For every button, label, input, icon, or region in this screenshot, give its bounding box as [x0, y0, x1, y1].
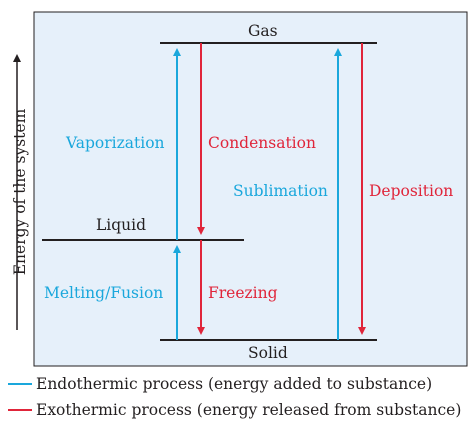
legend-exothermic-text: Exothermic process (energy released from…	[36, 401, 462, 419]
y-axis-label: Energy of the system	[11, 108, 29, 276]
liquid-label: Liquid	[96, 216, 147, 234]
endothermic-swatch	[8, 383, 32, 385]
melting-label: Melting/Fusion	[44, 284, 164, 302]
gas-label: Gas	[248, 22, 278, 40]
deposition-label: Deposition	[369, 182, 454, 200]
diagram-panel	[33, 11, 468, 367]
sublimation-label: Sublimation	[233, 182, 328, 200]
condensation-label: Condensation	[208, 134, 316, 152]
vaporization-label: Vaporization	[66, 134, 165, 152]
legend-exothermic: Exothermic process (energy released from…	[8, 400, 461, 420]
freezing-label: Freezing	[208, 284, 278, 302]
legend-endothermic: Endothermic process (energy added to sub…	[8, 374, 432, 394]
exothermic-swatch	[8, 409, 32, 411]
solid-label: Solid	[248, 344, 288, 362]
legend-endothermic-text: Endothermic process (energy added to sub…	[36, 375, 433, 393]
